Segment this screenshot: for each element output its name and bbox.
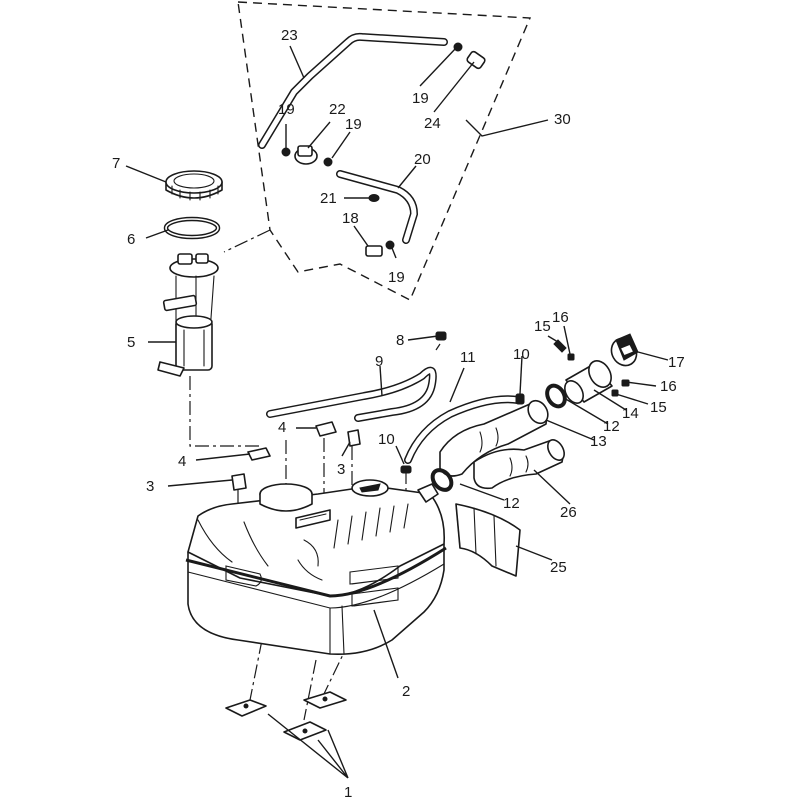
clip-4-right — [315, 421, 337, 437]
seal-ring-6 — [163, 216, 221, 240]
callout-10-lower: 10 — [378, 431, 395, 448]
hose-clamp-12-lower — [430, 468, 454, 492]
callout-5: 5 — [127, 334, 135, 351]
callout-16-upper: 16 — [552, 309, 569, 326]
nut-16-upper — [567, 353, 575, 361]
callout-30: 30 — [554, 111, 571, 128]
callout-3-left: 3 — [146, 478, 154, 495]
callout-21: 21 — [320, 190, 337, 207]
clamp-10-lower — [400, 465, 412, 474]
vent-plug-21 — [368, 194, 380, 202]
lock-ring-7 — [165, 170, 223, 201]
callout-20: 20 — [414, 151, 431, 168]
callout-16-lower: 16 — [660, 378, 677, 395]
callout-7: 7 — [112, 155, 120, 172]
callout-23: 23 — [281, 27, 298, 44]
callout-4-right: 4 — [278, 419, 286, 436]
fuel-tank-2 — [185, 479, 447, 656]
heat-shield-25 — [455, 503, 521, 577]
filler-hose-13 — [439, 399, 549, 477]
callout-19-bottom: 19 — [388, 269, 405, 286]
callout-3-right: 3 — [337, 461, 345, 478]
centerline-vent-8 — [435, 343, 441, 351]
callout-22: 22 — [329, 101, 346, 118]
callout-9: 9 — [375, 353, 383, 370]
callout-18: 18 — [342, 210, 359, 227]
callout-4-left: 4 — [178, 453, 186, 470]
callout-24: 24 — [424, 115, 441, 132]
vent-tube-23 — [258, 32, 448, 149]
callout-10-upper: 10 — [513, 346, 530, 363]
bracket-3-right — [347, 429, 361, 447]
screw-15-upper — [553, 339, 567, 353]
vent-fitting-24 — [453, 42, 486, 70]
filler-hose-26 — [473, 439, 565, 490]
callout-12-upper: 12 — [603, 418, 620, 435]
clip-4-left — [247, 447, 271, 461]
hose-11 — [404, 395, 522, 464]
vent-tube-20 — [336, 170, 419, 244]
callout-1: 1 — [344, 784, 352, 800]
check-valve-18 — [365, 240, 395, 257]
hose-clamp-12-upper — [545, 383, 567, 409]
leader-lines — [125, 45, 669, 779]
callout-19-left: 19 — [278, 101, 295, 118]
nut-16-lower — [621, 379, 630, 387]
callout-15-upper: 15 — [534, 318, 551, 335]
bracket-3-left — [231, 473, 247, 491]
callout-19-right: 19 — [345, 116, 362, 133]
callout-19-top: 19 — [412, 90, 429, 107]
clamp-10-upper — [515, 393, 525, 405]
mount-pad-right — [303, 691, 347, 709]
callout-14: 14 — [622, 405, 639, 422]
filler-housing-14 — [564, 360, 613, 404]
fuel-pump-module-5 — [157, 253, 219, 377]
vent-hose-9 — [266, 366, 437, 422]
screw-15-lower — [611, 389, 619, 397]
callout-6: 6 — [127, 231, 135, 248]
callout-15-lower: 15 — [650, 399, 667, 416]
callout-labels: 1 2 3 3 4 4 5 6 7 8 9 10 10 11 12 12 13 … — [112, 27, 685, 800]
callout-12-lower: 12 — [503, 495, 520, 512]
fuel-cap-17 — [610, 333, 639, 367]
rollover-valve-22 — [281, 145, 333, 167]
callout-17: 17 — [668, 354, 685, 371]
mount-pad-left — [225, 699, 267, 717]
callout-13: 13 — [590, 433, 607, 450]
callout-8: 8 — [396, 332, 404, 349]
callout-26: 26 — [560, 504, 577, 521]
callout-25: 25 — [550, 559, 567, 576]
callout-11: 11 — [460, 349, 476, 366]
callout-2: 2 — [402, 683, 410, 700]
centerline-pump — [189, 229, 271, 447]
